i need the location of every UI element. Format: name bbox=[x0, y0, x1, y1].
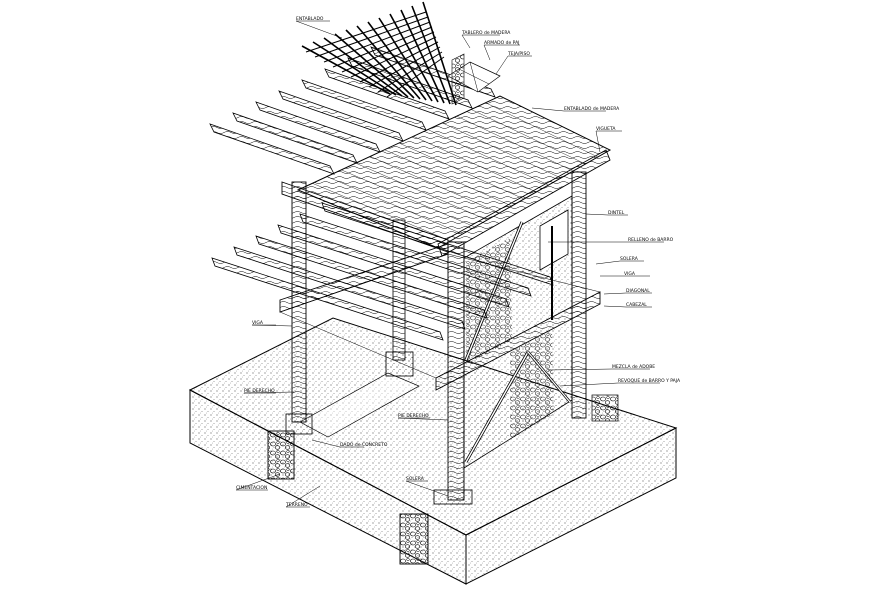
deck-board bbox=[471, 109, 586, 165]
label-joist-ends: CABEZAL bbox=[626, 302, 647, 308]
deck-board bbox=[341, 169, 475, 228]
label-brace: DIAGONAL bbox=[626, 288, 650, 294]
callout-leaders bbox=[235, 20, 664, 508]
leader-line bbox=[483, 44, 520, 61]
deck-board bbox=[326, 176, 463, 235]
leader-line bbox=[531, 107, 606, 112]
label-beam-left: VIGA bbox=[252, 320, 264, 326]
roof-joist bbox=[232, 112, 358, 164]
grid-rod bbox=[332, 26, 433, 68]
grid-rod bbox=[411, 5, 451, 105]
label-post-left: PIE DERECHO bbox=[244, 388, 275, 394]
label-top-beam: SOLERA bbox=[620, 256, 639, 262]
leader-line bbox=[397, 417, 449, 421]
grid-rod bbox=[359, 41, 439, 83]
roof-joist bbox=[209, 123, 335, 175]
leader-line bbox=[405, 480, 449, 497]
leader-line bbox=[595, 130, 622, 153]
roof-joist bbox=[301, 79, 427, 131]
grid-rod bbox=[305, 11, 427, 53]
grid-rod bbox=[389, 13, 439, 103]
wall-panel bbox=[463, 195, 573, 469]
foundation-slab bbox=[188, 317, 678, 585]
grid-rod bbox=[368, 46, 441, 88]
leader-line bbox=[295, 20, 343, 39]
leader-line bbox=[285, 485, 321, 508]
grid-rod bbox=[378, 17, 433, 102]
callout-labels: ENTABLADO TABLERO de MADERA ARMADO de PA… bbox=[236, 16, 681, 508]
leader-line bbox=[559, 382, 660, 387]
floor-joist bbox=[211, 257, 444, 341]
label-infill-top: RELLENO de BARRO bbox=[628, 237, 674, 243]
grid-rod bbox=[341, 31, 435, 73]
label-wall-mix: MEZCLA de ADOBE bbox=[612, 364, 655, 370]
deck-board bbox=[370, 156, 500, 214]
post-back-right bbox=[571, 171, 587, 419]
roof-top-grid bbox=[301, 1, 457, 106]
deck-board bbox=[456, 115, 574, 172]
label-corner-post: VIGUETA bbox=[596, 126, 616, 132]
roof-joist bbox=[324, 68, 450, 120]
label-roof-mesh: ARMADO de PAJ bbox=[484, 40, 520, 46]
deck-board bbox=[312, 183, 451, 242]
leader-line bbox=[547, 368, 650, 371]
label-lintel: DINTEL bbox=[608, 210, 625, 216]
label-tile: TEJA/PISO bbox=[507, 51, 530, 57]
leader-line bbox=[495, 55, 532, 75]
leader-line bbox=[235, 473, 281, 491]
label-mid-beam: VIGA bbox=[624, 271, 636, 277]
grid-rod bbox=[323, 37, 403, 97]
leader-line bbox=[585, 213, 628, 216]
leader-line bbox=[603, 292, 652, 295]
grid-rod bbox=[350, 36, 437, 78]
label-ground: TERRENO bbox=[285, 502, 308, 508]
grid-rod bbox=[314, 16, 429, 58]
roof-frame bbox=[209, 1, 612, 257]
roof-joist bbox=[255, 101, 381, 153]
label-post-front: PIE DERECHO bbox=[398, 413, 429, 419]
deck-board bbox=[398, 142, 525, 200]
leader-line bbox=[595, 260, 644, 265]
leader-line bbox=[461, 34, 500, 49]
label-foundation: CIMENTACION bbox=[236, 485, 267, 491]
grid-rod bbox=[345, 29, 415, 99]
label-decking: ENTABLADO bbox=[296, 16, 324, 22]
deck-board bbox=[427, 129, 549, 186]
deck-board bbox=[485, 102, 598, 158]
grid-rod bbox=[386, 56, 445, 98]
grid-rod bbox=[312, 41, 397, 96]
leader-line bbox=[251, 324, 293, 327]
grid-rod bbox=[334, 33, 409, 98]
leader-line bbox=[603, 305, 652, 308]
label-roof-boards: TABLERO de MADERA bbox=[461, 30, 511, 36]
leader-line bbox=[311, 439, 364, 448]
deck-boards bbox=[312, 102, 598, 242]
post-back-left bbox=[385, 219, 414, 377]
grid-rod bbox=[377, 51, 443, 93]
grid-rod bbox=[323, 21, 431, 63]
deck-board bbox=[384, 149, 512, 207]
deck-board bbox=[442, 122, 561, 179]
roof-joist bbox=[278, 90, 404, 142]
label-wall-finish: REVOQUE de BARRO Y PAJA bbox=[618, 378, 681, 384]
leader-line bbox=[243, 391, 295, 394]
label-floor-boards: ENTABLADO de MADERA bbox=[564, 106, 620, 112]
deck-board bbox=[355, 162, 488, 221]
label-footing: DADO de CONCRETO bbox=[340, 442, 388, 448]
label-sill: SOLERA bbox=[406, 476, 425, 482]
deck-board bbox=[413, 136, 537, 193]
